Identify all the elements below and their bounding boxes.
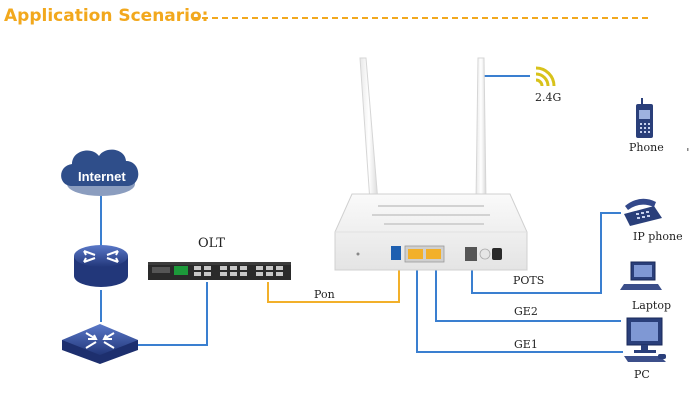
ge1-port-label: GE1 [514,338,538,351]
wifi-signal-icon [535,66,556,87]
edge-mark [687,148,689,151]
laptop-label: Laptop [632,299,671,312]
pc-icon [624,317,666,362]
ge2-line [435,262,621,322]
pots-port-label: POTS [513,274,545,287]
internet-cloud-icon [61,149,139,196]
onu-router-device [334,57,528,271]
ip-phone-label: IP phone [633,230,683,243]
switch-to-olt-line [138,282,208,346]
connection-lines [100,75,623,353]
laptop-icon [620,261,662,290]
title-bar: Application Scenario: [4,6,694,30]
pots-line [471,212,621,294]
scenario-title: Application Scenario: [4,6,209,26]
router-icon [74,245,128,287]
internet-label: Internet [78,169,126,184]
ge1-line [416,262,623,353]
phone-label: Phone [629,141,664,154]
olt-device [148,262,291,280]
olt-label: OLT [198,236,225,251]
left-antenna [359,57,379,203]
title-dashed-rule [192,17,648,19]
switch-icon [62,324,138,364]
wifi-band-label: 2.4G [535,91,562,104]
pon-fiber-line [267,262,400,303]
pc-label: PC [634,368,650,381]
ip-phone-icon [624,198,662,226]
right-antenna [475,57,487,203]
ge2-port-label: GE2 [514,305,538,318]
pon-label: Pon [314,288,335,301]
mobile-phone-icon [636,98,653,138]
